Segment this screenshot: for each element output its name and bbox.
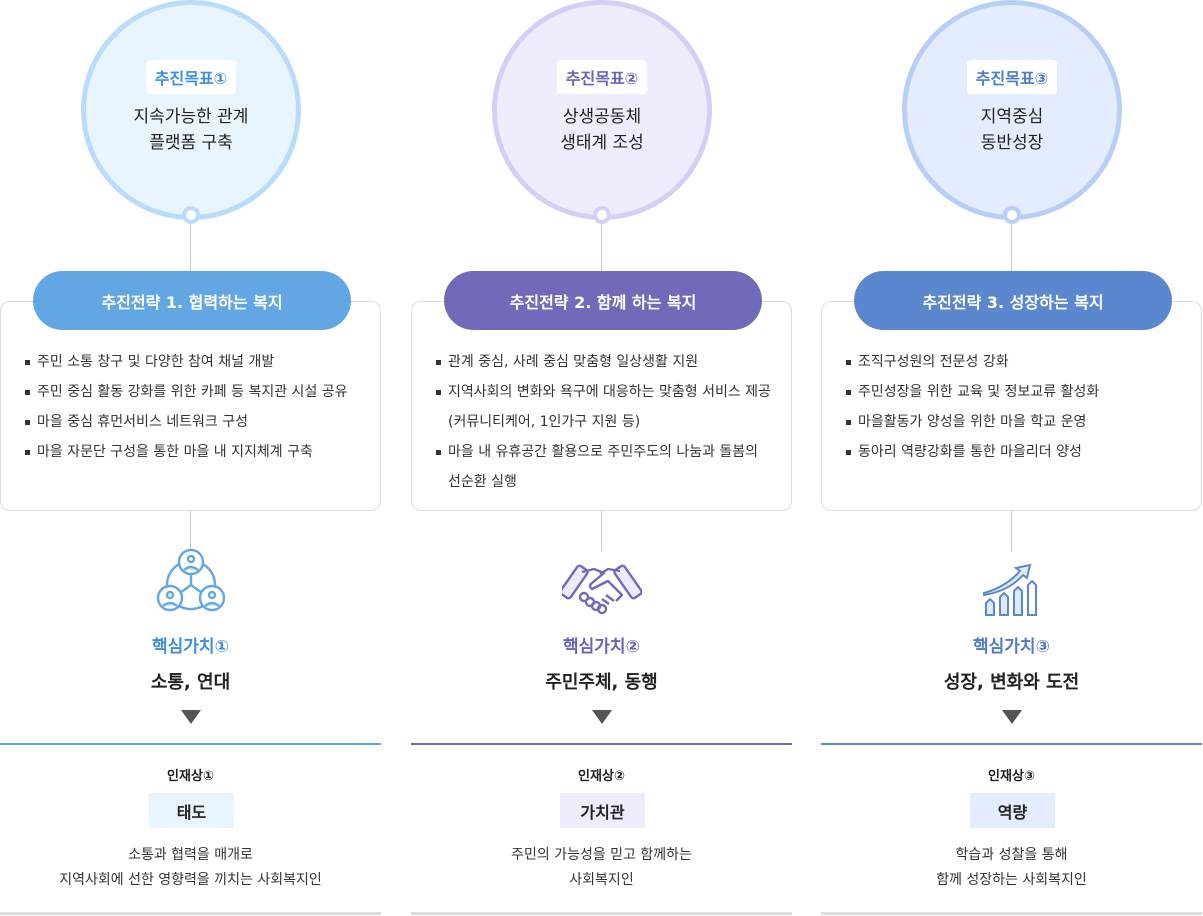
- strategy-item: 주민 소통 창구 및 다양한 참여 채널 개발: [25, 347, 362, 377]
- strategy-item: 주민 중심 활동 강화를 위한 카페 등 복지관 시설 공유: [25, 377, 362, 407]
- goal-circle: 추진목표② 상생공동체 생태계 조성: [492, 0, 712, 220]
- goal-tag: 추진목표②: [556, 60, 648, 94]
- bottom-divider: [0, 912, 381, 915]
- talent-description: 소통과 협력을 매개로 지역사회에 선한 영향력을 끼치는 사회복지인: [0, 843, 381, 893]
- strategy-item: 관계 중심, 사례 중심 맞춤형 일상생활 지원: [436, 347, 773, 377]
- bottom-divider: [821, 912, 1202, 915]
- strategy-column-2: 추진목표② 상생공동체 생태계 조성 관계 중심, 사례 중심 맞춤형 일상생활…: [411, 0, 792, 916]
- talent-badge: 역량: [970, 793, 1055, 828]
- arrow-down-icon: [592, 710, 612, 724]
- goal-tag: 추진목표①: [145, 60, 237, 94]
- goal-line: 동반성장: [980, 133, 1044, 153]
- divider: [821, 743, 1202, 745]
- talent-desc-line: 함께 성장하는 사회복지인: [936, 872, 1087, 888]
- talent-desc-line: 사회복지인: [569, 872, 634, 888]
- talent-description: 학습과 성찰을 통해 함께 성장하는 사회복지인: [821, 843, 1202, 893]
- bottom-divider: [411, 912, 792, 915]
- strategy-item: 동아리 역량강화를 통한 마을리더 양성: [846, 437, 1183, 467]
- talent-desc-line: 소통과 협력을 매개로: [128, 847, 253, 863]
- goal-text: 지속가능한 관계 플랫폼 구축: [86, 104, 296, 156]
- talent-badge: 태도: [149, 793, 234, 828]
- talent-desc-line: 학습과 성찰을 통해: [955, 847, 1068, 863]
- core-value: 소통, 연대: [150, 672, 231, 693]
- connector-line: [190, 511, 191, 551]
- core-value-label: 핵심가치③: [973, 637, 1050, 657]
- core-value-label: 핵심가치①: [152, 637, 229, 657]
- talent-desc-line: 지역사회에 선한 영향력을 끼치는 사회복지인: [59, 872, 322, 888]
- handshake-icon: [559, 545, 643, 617]
- talent-label: 인재상③: [988, 769, 1035, 784]
- talent-label: 인재상②: [578, 769, 625, 784]
- strategy-item: 마을활동가 양성을 위한 마을 학교 운영: [846, 407, 1183, 437]
- strategy-title: 추진전략 1. 협력하는 복지: [33, 271, 351, 330]
- connector-line: [1011, 224, 1012, 274]
- connector-dot: [182, 206, 200, 224]
- divider: [411, 743, 792, 745]
- talent-label: 인재상①: [167, 769, 214, 784]
- strategy-item: 마을 내 유휴공간 활용으로 주민주도의 나눔과 돌봄의 선순환 실행: [436, 437, 773, 497]
- connector-line: [190, 224, 191, 274]
- connector-dot: [593, 206, 611, 224]
- talent-badge: 가치관: [560, 793, 645, 828]
- core-value: 주민주체, 동행: [545, 672, 658, 693]
- goal-line: 생태계 조성: [560, 133, 644, 153]
- talent-description: 주민의 가능성을 믿고 함께하는 사회복지인: [411, 843, 792, 893]
- core-value: 성장, 변화와 도전: [943, 672, 1080, 693]
- connector-line: [601, 224, 602, 274]
- strategy-column-1: 추진목표① 지속가능한 관계 플랫폼 구축 주민 소통 창구 및 다양한 참여 …: [0, 0, 381, 916]
- arrow-down-icon: [1002, 710, 1022, 724]
- arrow-down-icon: [181, 710, 201, 724]
- strategy-item: 지역사회의 변화와 욕구에 대응하는 맞춤형 서비스 제공(커뮤니티케어, 1인…: [436, 377, 773, 437]
- strategy-item: 주민성장을 위한 교육 및 정보교류 활성화: [846, 377, 1183, 407]
- strategy-item: 마을 중심 휴먼서비스 네트워크 구성: [25, 407, 362, 437]
- goal-line: 지역중심: [980, 107, 1044, 127]
- connector-line: [1011, 511, 1012, 551]
- strategy-item: 마을 자문단 구성을 통한 마을 내 지지체계 구축: [25, 437, 362, 467]
- strategy-title: 추진전략 2. 함께 하는 복지: [444, 271, 762, 330]
- goal-circle: 추진목표① 지속가능한 관계 플랫폼 구축: [81, 0, 301, 220]
- connector-line: [601, 511, 602, 551]
- core-value-label: 핵심가치②: [563, 637, 640, 657]
- growth-chart-icon: [976, 545, 1048, 617]
- strategy-title: 추진전략 3. 성장하는 복지: [854, 271, 1172, 330]
- connector-dot: [1003, 206, 1021, 224]
- talent-desc-line: 주민의 가능성을 믿고 함께하는: [511, 847, 692, 863]
- strategy-item: 조직구성원의 전문성 강화: [846, 347, 1183, 377]
- goal-text: 지역중심 동반성장: [907, 104, 1117, 156]
- goal-line: 지속가능한 관계: [133, 107, 249, 127]
- people-network-icon: [155, 545, 227, 617]
- goal-circle: 추진목표③ 지역중심 동반성장: [902, 0, 1122, 220]
- goal-line: 상생공동체: [562, 107, 642, 127]
- goal-tag: 추진목표③: [966, 60, 1058, 94]
- goal-line: 플랫폼 구축: [149, 133, 233, 153]
- divider: [0, 743, 381, 745]
- goal-text: 상생공동체 생태계 조성: [497, 104, 707, 156]
